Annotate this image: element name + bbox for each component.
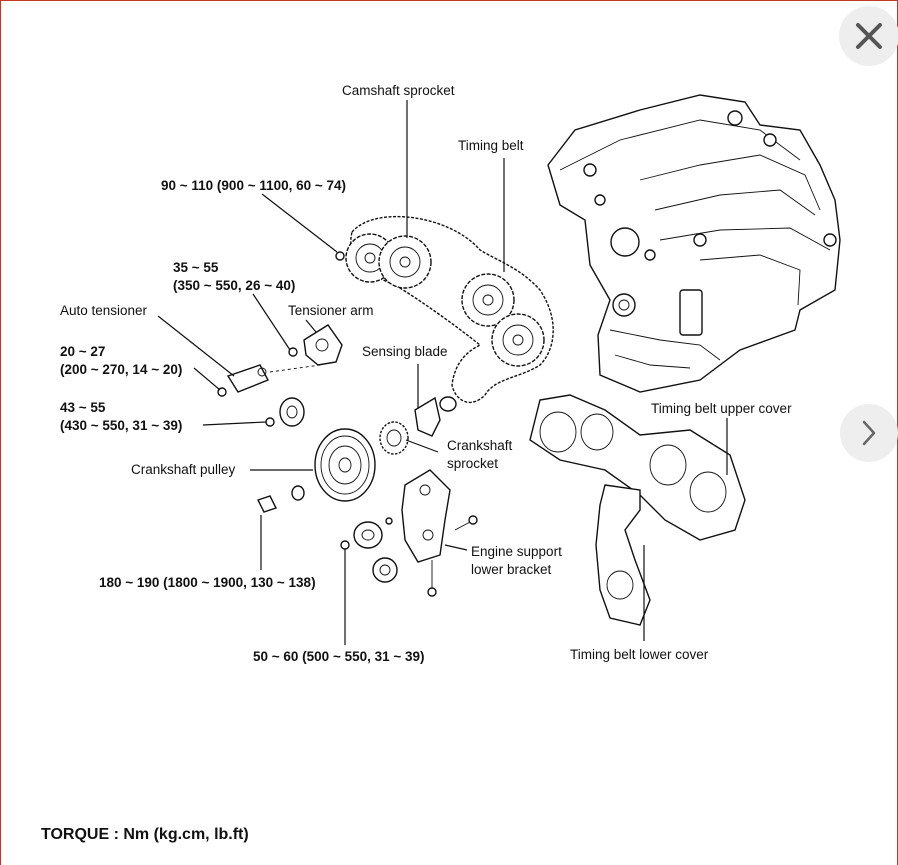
label-camshaft-sprocket: Camshaft sprocket xyxy=(342,83,455,98)
label-torque-auto-tensioner-line1: 20 ~ 27 xyxy=(60,344,105,359)
auto-tensioner-drawing xyxy=(226,364,321,393)
close-button[interactable] xyxy=(839,6,898,66)
label-timing-belt-upper-cover: Timing belt upper cover xyxy=(651,401,792,416)
label-crankshaft-sprocket-line2: sprocket xyxy=(447,456,498,471)
label-torque-crank-bolt: 180 ~ 190 (1800 ~ 1900, 130 ~ 138) xyxy=(99,575,316,590)
idler-pulley-drawing xyxy=(279,397,305,427)
upper-cover-drawing xyxy=(529,394,746,541)
label-torque-camshaft-bolt: 90 ~ 110 (900 ~ 1100, 60 ~ 74) xyxy=(161,178,346,193)
engine-block-drawing xyxy=(547,94,841,393)
label-torque-tensioner-arm-line2: (350 ~ 550, 26 ~ 40) xyxy=(173,278,295,293)
label-sensing-blade: Sensing blade xyxy=(362,344,448,359)
label-tensioner-arm: Tensioner arm xyxy=(288,303,374,318)
engine-support-bracket-drawing xyxy=(401,469,451,563)
lower-idler-drawing xyxy=(353,521,398,583)
label-engine-support-line1: Engine support xyxy=(471,544,562,559)
label-torque-auto-tensioner-line2: (200 ~ 270, 14 ~ 20) xyxy=(60,362,182,377)
bolts-drawing xyxy=(217,251,478,597)
label-torque-tensioner-arm-line1: 35 ~ 55 xyxy=(173,260,219,275)
tensioner-arm-drawing xyxy=(303,324,343,366)
label-timing-belt-lower-cover: Timing belt lower cover xyxy=(570,647,709,662)
label-auto-tensioner: Auto tensioner xyxy=(60,303,148,318)
label-crankshaft-sprocket-line1: Crankshaft xyxy=(447,438,513,453)
label-crankshaft-pulley: Crankshaft pulley xyxy=(131,462,236,477)
camshaft-sprocket-drawing xyxy=(345,233,545,367)
label-torque-idler-line1: 43 ~ 55 xyxy=(60,400,106,415)
crankshaft-pulley-drawing xyxy=(291,428,376,502)
close-icon xyxy=(856,23,882,49)
sensing-blade-drawing xyxy=(414,396,457,437)
next-button[interactable] xyxy=(840,404,898,462)
label-engine-support-line2: lower bracket xyxy=(471,562,552,577)
lower-cover-drawing xyxy=(595,484,651,626)
chevron-right-icon xyxy=(862,420,876,446)
label-torque-idler-line2: (430 ~ 550, 31 ~ 39) xyxy=(60,418,182,433)
torque-units-caption: TORQUE : Nm (kg.cm, lb.ft) xyxy=(41,826,249,843)
crankshaft-sprocket-drawing xyxy=(379,421,409,455)
label-torque-bracket-bolt: 50 ~ 60 (500 ~ 550, 31 ~ 39) xyxy=(253,649,425,664)
label-timing-belt: Timing belt xyxy=(458,138,524,153)
leader-lines xyxy=(157,100,728,645)
